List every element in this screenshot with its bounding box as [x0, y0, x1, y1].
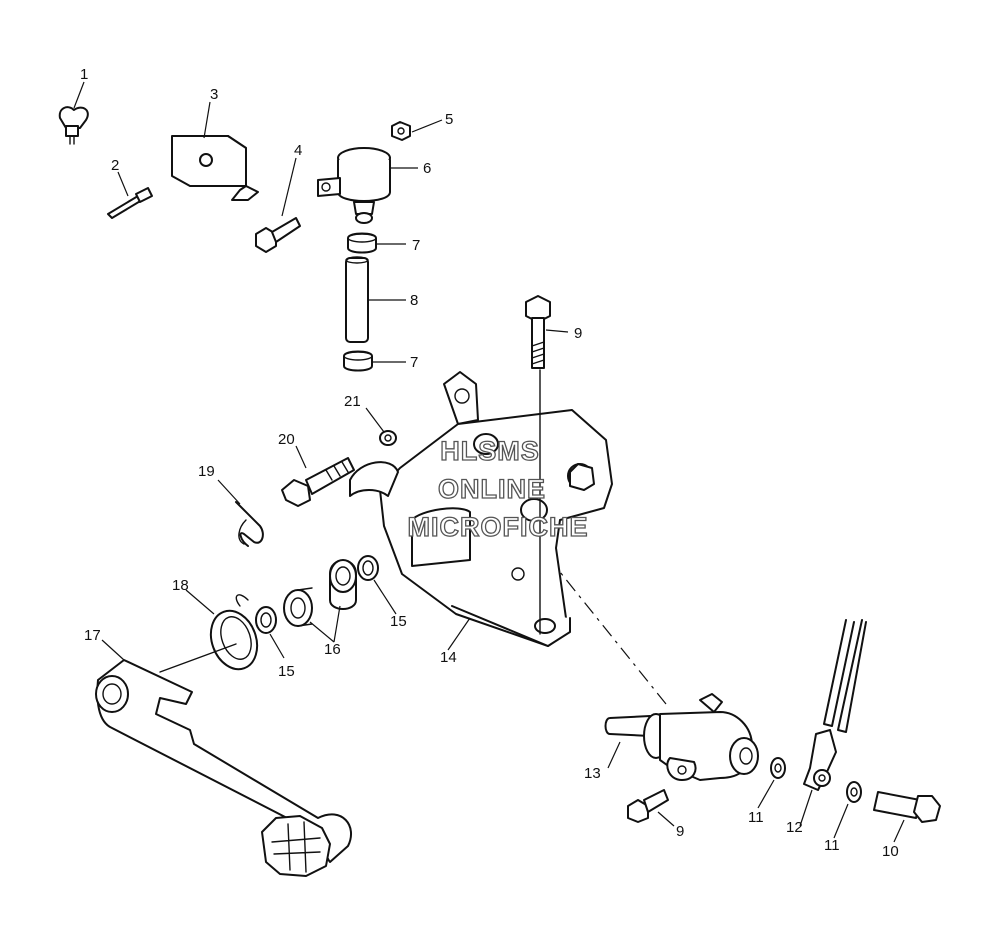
callout-13: 13	[584, 765, 601, 782]
callout-11-left: 11	[748, 809, 764, 826]
callout-14: 14	[440, 649, 457, 666]
callout-11-right: 11	[824, 837, 840, 854]
part-8-hose	[345, 256, 369, 343]
part-11-washer-right	[846, 781, 862, 803]
callout-3: 3	[210, 86, 218, 103]
part-9-bolt-lower	[627, 789, 669, 823]
part-15-washer-left	[255, 606, 277, 634]
part-21-washer	[379, 430, 397, 446]
part-3-bracket	[171, 135, 259, 201]
callout-4: 4	[294, 142, 302, 159]
part-5-nut	[391, 121, 411, 141]
callout-2: 2	[111, 157, 119, 174]
watermark: HLSMS ONLINE MICROFICHE	[407, 435, 589, 542]
callout-12: 12	[786, 819, 803, 836]
part-10-bolt	[873, 791, 941, 823]
part-13-master-cylinder	[604, 693, 759, 781]
part-1-clip	[58, 106, 89, 145]
part-19-spring-clip	[235, 501, 264, 547]
part-6-reservoir	[317, 147, 391, 224]
part-14-mounting-bracket	[349, 371, 613, 647]
callout-labels: 1 2 3 4 5 6 7 8 7 9 21 20 19 18 17 15 16…	[80, 66, 899, 860]
callout-21: 21	[344, 393, 361, 410]
callout-10: 10	[882, 843, 899, 860]
part-18-spring	[209, 594, 259, 671]
callout-6: 6	[423, 160, 431, 177]
callout-9-upper: 9	[574, 325, 582, 342]
callout-8: 8	[410, 292, 418, 309]
part-17-brake-pedal	[95, 659, 353, 877]
callout-20: 20	[278, 431, 295, 448]
callout-1: 1	[80, 66, 88, 83]
part-7-clamp-upper	[347, 232, 377, 254]
callout-17: 17	[84, 627, 101, 644]
callout-7-lower: 7	[410, 354, 418, 371]
part-20-bolt	[281, 457, 355, 507]
callout-9-lower: 9	[676, 823, 684, 840]
part-4-bolt	[255, 217, 301, 253]
watermark-line-3: MICROFICHE	[408, 512, 589, 542]
callout-16: 16	[324, 641, 341, 658]
callout-5: 5	[445, 111, 453, 128]
part-16-bushing-right	[329, 559, 357, 610]
callout-15-right: 15	[390, 613, 407, 630]
callout-7-upper: 7	[412, 237, 420, 254]
part-12-clevis	[803, 619, 867, 791]
part-2-pin	[107, 187, 153, 219]
part-9-bolt-upper	[525, 295, 551, 369]
leader-lines	[73, 81, 905, 843]
part-16-bushing-left	[283, 587, 313, 627]
watermark-line-1: HLSMS	[440, 436, 540, 466]
watermark-line-2: ONLINE	[438, 474, 546, 504]
part-7-clamp-lower	[343, 350, 373, 372]
part-15-washer-right	[357, 555, 379, 581]
part-11-washer-left	[770, 757, 786, 779]
callout-18: 18	[172, 577, 189, 594]
callout-15-left: 15	[278, 663, 295, 680]
callout-19: 19	[198, 463, 215, 480]
